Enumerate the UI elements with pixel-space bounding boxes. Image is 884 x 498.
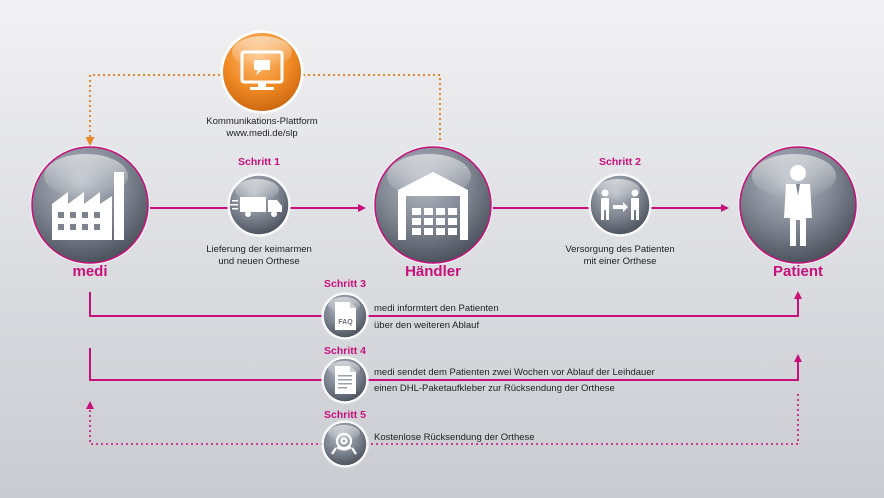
monitor-chat-icon	[240, 50, 284, 90]
svg-text:FAQ: FAQ	[338, 319, 353, 326]
factory-icon	[52, 172, 124, 240]
step4-text: medi sendet dem Patienten zwei Wochen vo…	[374, 367, 655, 395]
node-label-patient: Patient	[772, 263, 823, 280]
medi-node	[30, 145, 150, 265]
faq-document-icon: FAQ	[335, 302, 356, 330]
step2-text-line-1: Versorgung des Patienten	[565, 244, 675, 255]
step2-label: Schritt 2	[598, 156, 641, 168]
post-horn-icon	[331, 432, 357, 455]
platform-url: www.medi.de/slp	[226, 128, 298, 139]
step4-node	[321, 356, 369, 404]
step1-node	[227, 173, 291, 237]
step2-text-line-2: mit einer Orthese	[583, 256, 657, 267]
document-icon	[335, 366, 356, 394]
step5-text-line-1: Kostenlose Rücksendung der Orthese	[374, 432, 535, 443]
step5-line	[86, 394, 799, 445]
node-label-medi: medi	[72, 263, 108, 280]
step2-text: Versorgung des Patienten mit einer Orthe…	[560, 244, 680, 268]
step1-label: Schritt 1	[237, 156, 280, 168]
step3-line	[89, 291, 802, 317]
platform-title: Kommunikations-Plattform	[206, 116, 318, 127]
node-label-dealer: Händler	[405, 263, 461, 280]
step4-line	[89, 348, 802, 381]
step1-text: Lieferung der keimarmen und neuen Orthes…	[199, 244, 319, 268]
step3-text: medi informtert den Patienten über den w…	[374, 303, 499, 332]
step1-text-line-2: und neuen Orthese	[218, 256, 300, 267]
step5-text: Kostenlose Rücksendung der Orthese	[374, 432, 535, 444]
step5-label: Schritt 5	[323, 409, 366, 421]
platform-label: Kommunikations-Plattform www.medi.de/slp	[192, 116, 332, 140]
step4-text-line-2: einen DHL-Paketaufkleber zur Rücksendung…	[374, 383, 615, 394]
step2-node	[588, 173, 652, 237]
step1-text-line-1: Lieferung der keimarmen	[206, 244, 312, 255]
step3-text-line-1: medi informtert den Patienten	[374, 303, 499, 314]
warehouse-icon	[398, 172, 468, 240]
truck-icon	[230, 197, 282, 217]
patient-node	[738, 145, 858, 265]
dealer-node	[373, 145, 493, 265]
step5-node	[321, 420, 369, 468]
platform-node	[220, 30, 304, 114]
step4-label: Schritt 4	[323, 345, 366, 357]
step3-label: Schritt 3	[323, 278, 366, 290]
step4-text-line-1: medi sendet dem Patienten zwei Wochen vo…	[374, 367, 655, 378]
step3-node: FAQ	[321, 292, 369, 340]
step3-text-line-2: über den weiteren Ablauf	[374, 320, 480, 331]
person-icon	[784, 165, 812, 246]
handover-people-icon	[601, 189, 639, 220]
